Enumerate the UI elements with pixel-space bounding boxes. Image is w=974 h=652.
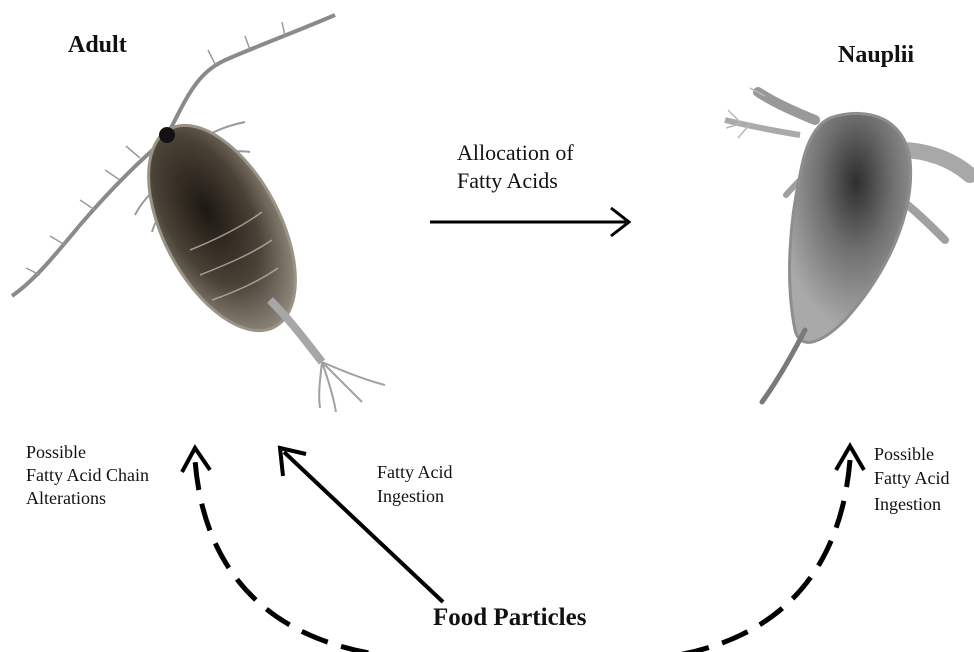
allocation-arrow: [430, 208, 629, 236]
left-dashed-arrow: [182, 448, 410, 652]
nauplii-ingestion-line1: Possible: [874, 444, 934, 465]
chain-alteration-line2: Fatty Acid Chain: [26, 465, 149, 486]
adult-label: Adult: [68, 32, 127, 60]
chain-alteration-line3: Alterations: [26, 488, 106, 509]
allocation-label-line2: Fatty Acids: [457, 168, 558, 193]
nauplii-ingestion-line2: Fatty Acid: [874, 468, 950, 489]
nauplii-ingestion-line3: Ingestion: [874, 494, 941, 515]
nauplii-label: Nauplii: [838, 42, 914, 70]
right-dashed-arrow: [640, 446, 864, 652]
chain-alteration-line1: Possible: [26, 442, 86, 463]
nauplii-image: [725, 88, 970, 402]
ingestion-label-line2: Ingestion: [377, 486, 444, 507]
ingestion-label-line1: Fatty Acid: [377, 462, 453, 483]
food-particles-label: Food Particles: [433, 604, 586, 633]
allocation-label-line1: Allocation of: [457, 140, 574, 165]
adult-copepod-image: [12, 15, 385, 412]
